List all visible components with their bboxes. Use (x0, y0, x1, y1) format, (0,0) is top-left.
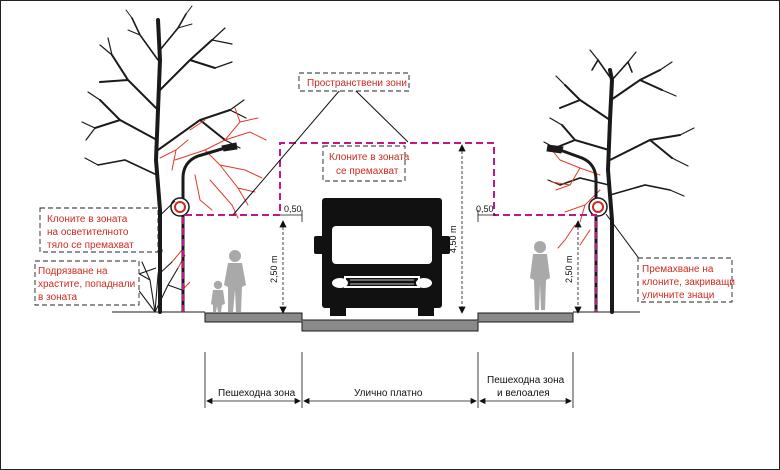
shrub-red-branches (171, 249, 191, 291)
zone-right-label-line-2: и велоалея (497, 388, 550, 399)
right-road-sign (588, 197, 608, 217)
left-branches-red (159, 107, 267, 219)
zone-width-markers (204, 352, 574, 408)
shrub-trim-line-1: Подрязване на (38, 266, 108, 277)
right-street-lamp (546, 144, 598, 312)
zone-center-label: Улично платно (354, 388, 423, 399)
sign-clear-line-1: Премахване на (642, 264, 714, 275)
height-left-label: 2,50 m (269, 255, 279, 283)
light-zone-line-2: на осветителното (47, 227, 129, 238)
zone-right-label-line-1: Пешеходна зона (487, 375, 565, 386)
zone-left-label: Пешеходна зона (218, 388, 296, 399)
left-tree (81, 5, 247, 314)
height-right-label: 2,50 m (564, 255, 574, 283)
right-sign-mark (592, 201, 604, 213)
cyclist-figure (530, 241, 550, 310)
adult-pedestrian (224, 250, 246, 312)
branches-removed-line-2: се премахват (336, 166, 399, 177)
branches-removed-line-1: Клоните в зоната (329, 152, 410, 163)
child-pedestrian (211, 280, 225, 312)
gap-right-label: 0,50 (476, 204, 494, 214)
right-branches-red (551, 149, 601, 249)
shrub-trim-line-3: в зоната (38, 292, 77, 303)
left-street-lamp (181, 142, 238, 312)
light-zone-line-3: тяло се премахват (47, 240, 134, 251)
shrub-trim-line-2: храстите, попаднали (38, 279, 135, 290)
sign-clear-line-2: клоните, закриващи (642, 277, 735, 288)
annotation-boxes (34, 72, 733, 306)
sign-clear-line-3: уличните знаци (642, 290, 714, 301)
spatial-zones-label: Пространствени зони (307, 78, 407, 89)
left-sign-mark (174, 201, 186, 213)
light-zone-line-1: Клоните в зоната (47, 214, 128, 225)
truck (314, 198, 450, 316)
gap-left-label: 0,50 (284, 204, 302, 214)
right-tree (543, 49, 695, 314)
ground-profile (112, 311, 640, 332)
dimension-lines (279, 144, 582, 314)
left-shrub (129, 239, 183, 313)
spatial-zone-outlines (182, 142, 597, 312)
height-road-label: 4,50 m (448, 225, 458, 253)
left-road-sign (170, 197, 190, 217)
